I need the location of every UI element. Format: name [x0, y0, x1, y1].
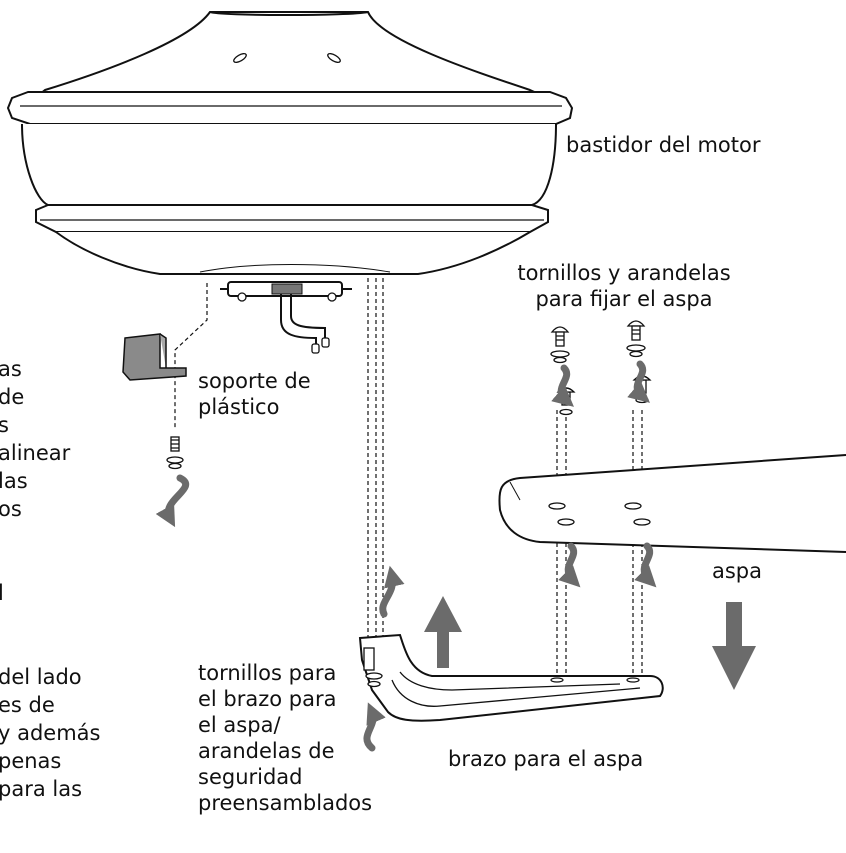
label-blade: aspa	[712, 559, 763, 583]
cutoff-text-l: para las	[0, 777, 83, 801]
bracket-screw	[166, 436, 184, 470]
blade-arm	[358, 633, 664, 722]
label-line: tornillos para	[198, 661, 337, 685]
motor-housing	[6, 11, 574, 275]
cutoff-text-c: s	[0, 413, 9, 437]
blade	[498, 454, 846, 553]
label-blade-arm: brazo para el aspa	[448, 747, 644, 771]
cutoff-text-a: as	[0, 357, 22, 381]
cutoff-text-d: alinear	[0, 441, 71, 465]
cutoff-text-k: penas	[0, 749, 62, 773]
label-arm-screws: tornillos para el brazo para el aspa/ ar…	[198, 660, 372, 816]
label-motor-housing: bastidor del motor	[566, 133, 761, 157]
label-line: tornillos y arandelas	[517, 261, 731, 285]
label-line: preensamblados	[198, 791, 373, 815]
cutoff-text-j: y además	[0, 721, 101, 745]
label-line: el aspa/	[198, 713, 281, 737]
cutoff-text-e: las	[0, 469, 28, 493]
label-line: para fijar el aspa	[535, 287, 713, 311]
rotation-arrows	[155, 360, 657, 752]
label-line: plástico	[198, 395, 280, 419]
cutoff-text-h: del lado	[0, 665, 82, 689]
mounting-plate	[220, 281, 352, 354]
label-blade-screws: tornillos y arandelas para fijar el aspa	[504, 260, 744, 312]
cutoff-text-g: l	[0, 581, 4, 605]
label-line: seguridad	[198, 765, 303, 789]
label-plastic-bracket: soporte de plástico	[198, 368, 311, 420]
label-line: soporte de	[198, 369, 311, 393]
direction-arrows	[424, 596, 756, 690]
label-line: el brazo para	[198, 687, 337, 711]
cutoff-text-b: de	[0, 385, 25, 409]
plastic-bracket	[122, 333, 187, 381]
cutoff-text-i: es de	[0, 693, 55, 717]
cutoff-text-f: os	[0, 497, 22, 521]
label-line: arandelas de	[198, 739, 335, 763]
